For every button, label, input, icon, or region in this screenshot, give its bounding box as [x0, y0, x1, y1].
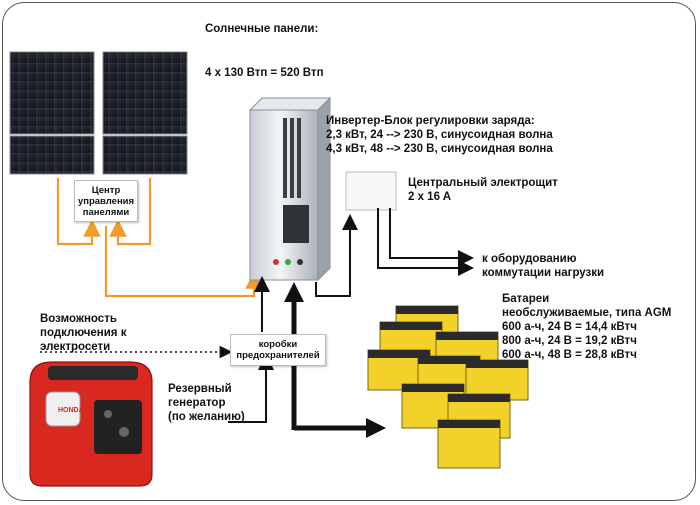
switchboard-box	[345, 171, 397, 211]
generator-unit: HONDA	[29, 361, 153, 487]
fuse-box-line2: предохранителей	[236, 350, 320, 361]
panel-controller-line3: панелями	[82, 207, 130, 218]
panel-controller-line2: управления	[77, 196, 135, 207]
solar-title: Солнечные панели:	[205, 23, 319, 35]
panel-controller-line1: Центр	[91, 185, 121, 196]
switchboard-title: Центральный электрощит	[408, 177, 558, 189]
fuse-box: коробки предохранителей	[230, 334, 326, 366]
generator-line2: генератор	[168, 397, 226, 409]
solar-panel	[9, 51, 95, 135]
grid-line1: Возможность	[40, 313, 117, 325]
solar-panels	[9, 51, 188, 175]
battery-bank	[367, 305, 529, 469]
batteries-subtitle: необслуживаемые, типа AGM	[502, 307, 672, 319]
generator-line3: (по желанию)	[168, 411, 245, 423]
generator-brand: HONDA	[58, 407, 84, 414]
fuse-box-line1: коробки	[258, 339, 298, 350]
panel-controller: Центр управления панелями	[74, 180, 138, 222]
inverter-spec1: 2,3 кВт, 24 --> 230 В, синусоидная волна	[326, 129, 553, 141]
switchboard-spec: 2 x 16 A	[408, 191, 452, 203]
solar-panel	[102, 51, 188, 135]
batteries-spec1: 600 а-ч, 24 В = 14,4 кВтч	[502, 321, 637, 333]
batteries-title: Батареи	[502, 293, 550, 305]
load-line2: коммутации нагрузки	[482, 267, 605, 279]
grid-line3: электросети	[40, 341, 111, 353]
inverter-unit	[248, 96, 332, 282]
generator-line1: Резервный	[168, 383, 232, 395]
grid-line2: подключения к	[40, 327, 127, 339]
inverter-title: Инвертер-Блок регулировки заряда:	[326, 115, 535, 127]
solar-spec: 4 x 130 Втп = 520 Втп	[205, 67, 324, 79]
batteries-spec2: 800 а-ч, 24 В = 19,2 кВтч	[502, 335, 637, 347]
diagram-frame	[2, 2, 696, 501]
load-line1: к оборудованию	[482, 253, 577, 265]
batteries-spec3: 600 а-ч, 48 В = 28,8 кВтч	[502, 349, 637, 361]
solar-panel	[9, 135, 95, 175]
inverter-spec2: 4,3 кВт, 48 --> 230 В, синусоидная волна	[326, 143, 553, 155]
ac-wiring	[228, 208, 474, 423]
solar-panel	[102, 135, 188, 175]
